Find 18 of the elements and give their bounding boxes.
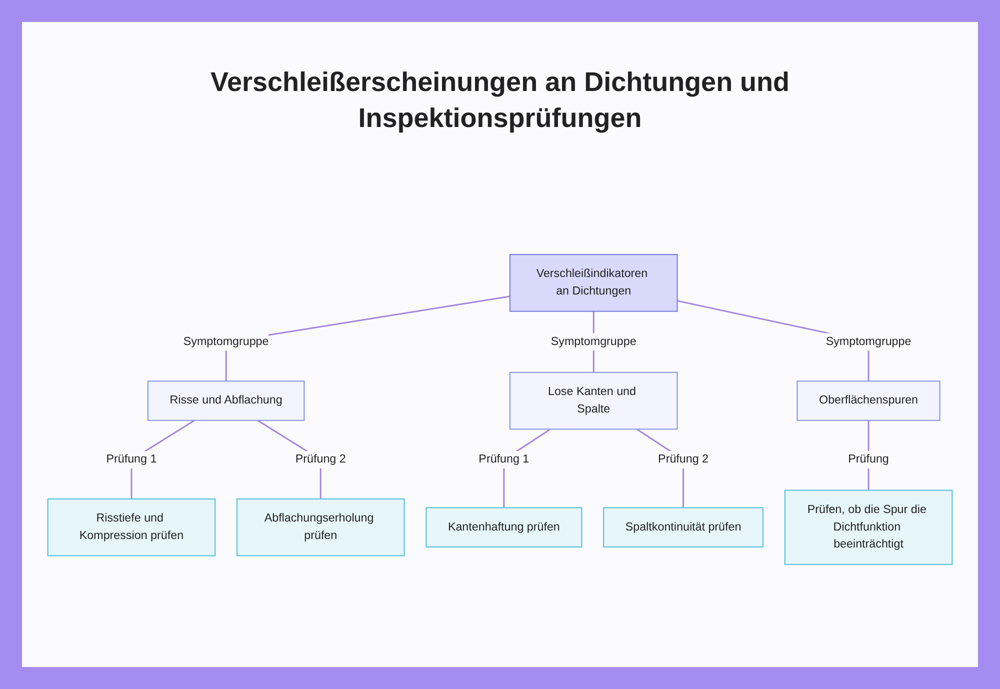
edge-label: Prüfung 2 (295, 453, 346, 466)
edge-label: Symptomgruppe (826, 335, 912, 348)
node-box: Abflachungserholung prüfen (236, 498, 405, 556)
node-box: Prüfen, ob die Spur die Dichtfunktion beeinträchtigt (784, 490, 953, 565)
node-box: Kantenhaftung prüfen (426, 507, 582, 548)
node-box: Oberflächenspuren (796, 380, 940, 421)
node-box: Lose Kanten und Spalte (509, 372, 678, 430)
edge-label: Prüfung 1 (478, 453, 530, 466)
edge-label: Symptomgruppe (550, 335, 636, 348)
node-box: Spaltkontinuität prüfen (603, 507, 764, 548)
edge-label: Prüfung 2 (658, 453, 709, 466)
node-box: Verschleißindikatoren an Dichtungen (509, 254, 678, 312)
diagram-title: Verschleißerscheinungen an Dichtungen und Inspektionsprüfungen (210, 66, 790, 135)
edge-label: Prüfung 1 (106, 453, 157, 466)
edge-label: Symptomgruppe (183, 335, 269, 348)
node-box: Risstiefe und Kompression prüfen (47, 498, 216, 556)
node-box: Risse und Abflachung (147, 380, 305, 421)
edge-label: Prüfung (848, 453, 889, 466)
